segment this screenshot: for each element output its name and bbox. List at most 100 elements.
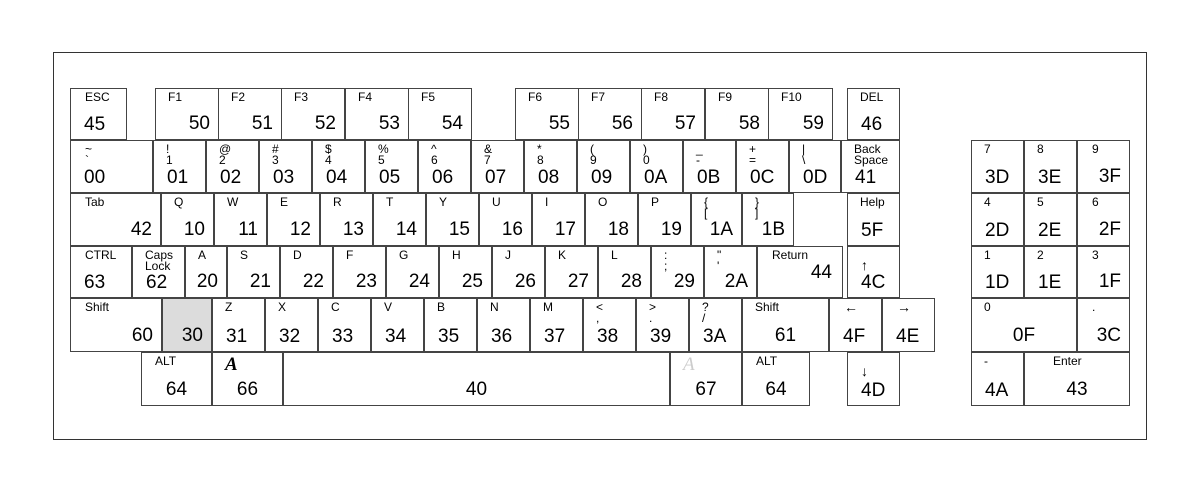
key-legend: $ 4 [325, 142, 332, 167]
key-num8[interactable]: 8 3E [1024, 140, 1077, 193]
key-legend: 5 [1037, 195, 1044, 209]
key-tilde[interactable]: ~ `00 [70, 140, 153, 193]
key-space[interactable]: 40 [283, 352, 670, 406]
key-down-arrow[interactable]: ↓4D [847, 352, 900, 406]
key-code: 22 [302, 271, 324, 292]
key-up-arrow[interactable]: ↑4C [847, 246, 900, 298]
key-code: 4E [896, 326, 920, 347]
key-30[interactable]: 30 [162, 298, 212, 352]
key-minus[interactable]: _ -0B [683, 140, 736, 193]
key-code: 4A [985, 380, 1009, 401]
key-semicolon[interactable]: : ;29 [651, 246, 704, 298]
key-num-minus[interactable]: -4A [971, 352, 1024, 406]
key-slash[interactable]: ? /3A [689, 298, 742, 352]
key-comma[interactable]: < ,38 [583, 298, 636, 352]
key-left-arrow[interactable]: ←4F [829, 298, 882, 352]
key-rbracket[interactable]: } ]1B [742, 193, 794, 246]
key-quote[interactable]: " '2A [704, 246, 757, 298]
key-equals[interactable]: + =0C [736, 140, 789, 193]
key-legend: 9 [1092, 142, 1099, 156]
key-num-period[interactable]: .3C [1077, 298, 1130, 352]
key-legend: 8 [1037, 142, 1044, 156]
key-code: 33 [332, 326, 354, 347]
key-backslash[interactable]: | \0D [789, 140, 841, 193]
key-right-arrow[interactable]: →4E [882, 298, 935, 352]
key-lbracket[interactable]: { [1A [691, 193, 742, 246]
key-code: 11 [238, 219, 258, 240]
key-period[interactable]: > .39 [636, 298, 689, 352]
key-code: 3E [1038, 167, 1062, 188]
